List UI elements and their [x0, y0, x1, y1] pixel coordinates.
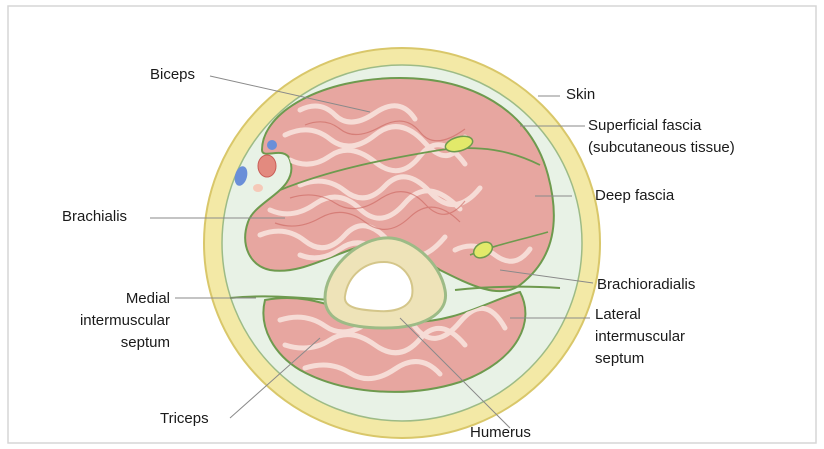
label-triceps: Triceps [160, 410, 209, 428]
label-medial-septum-3: septum [60, 334, 170, 352]
label-lateral-septum-1: Lateral [595, 306, 641, 324]
label-superficial-fascia: Superficial fascia [588, 117, 701, 135]
label-lateral-septum-2: intermuscular [595, 328, 685, 346]
label-brachioradialis: Brachioradialis [597, 276, 695, 294]
label-humerus: Humerus [470, 424, 531, 442]
label-biceps: Biceps [150, 66, 195, 84]
label-superficial-fascia-sub: (subcutaneous tissue) [588, 139, 735, 157]
label-deep-fascia: Deep fascia [595, 187, 674, 205]
label-skin: Skin [566, 86, 595, 104]
label-brachialis: Brachialis [62, 208, 127, 226]
label-medial-septum-2: intermuscular [40, 312, 170, 330]
label-lateral-septum-3: septum [595, 350, 644, 368]
label-medial-septum-1: Medial [60, 290, 170, 308]
